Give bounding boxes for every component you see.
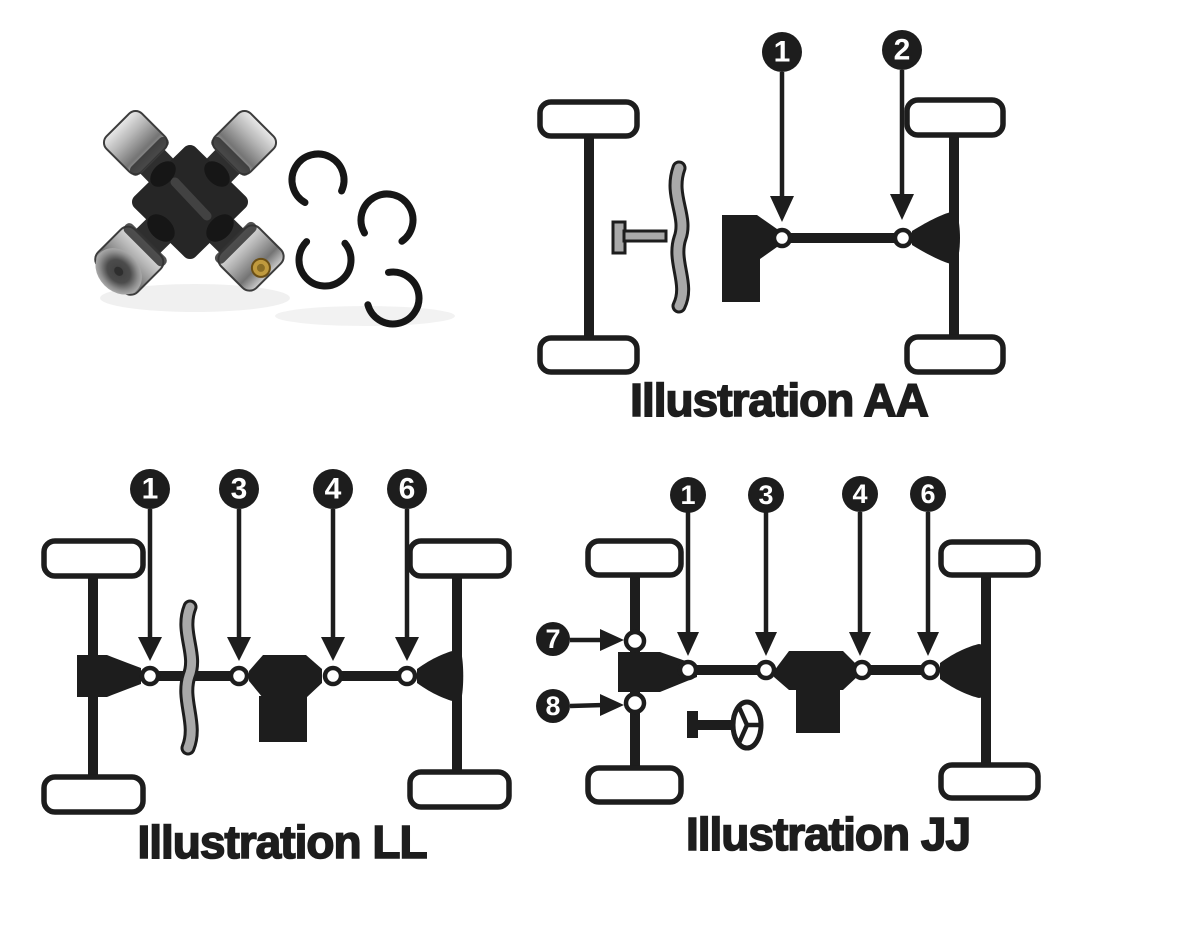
- steering-column: [622, 229, 668, 243]
- illustration-aa-canvas: 1 2 Illustration AA: [537, 30, 1006, 427]
- wheel: [537, 335, 640, 375]
- rear-differential: [912, 212, 960, 264]
- wheel: [41, 774, 146, 815]
- illustration-ll: 1 3 4 6 Illustration LL: [20, 458, 530, 890]
- callout-6-number: 6: [920, 479, 935, 509]
- arrow-down-icon: [849, 632, 871, 656]
- u-joint-bearing-cap-top-left: [102, 109, 169, 176]
- u-joint-3: [755, 659, 777, 681]
- illustration-aa-caption: Illustration AA: [630, 374, 928, 426]
- arrow-down-icon: [890, 194, 914, 220]
- transmission: [722, 215, 777, 302]
- callout-7-number: 7: [545, 624, 560, 654]
- u-joint-4: [322, 665, 344, 687]
- arrow-down-icon: [677, 632, 699, 656]
- arrow-down-icon: [917, 632, 939, 656]
- snap-ring-3: [295, 230, 355, 290]
- callout-3: 3: [219, 469, 259, 661]
- axle-joint-8: [623, 691, 647, 715]
- u-joint-4: [851, 659, 873, 681]
- callout-4-number: 4: [325, 473, 342, 506]
- rear-differential: [417, 650, 464, 702]
- wheel: [585, 765, 684, 805]
- wheel: [41, 538, 146, 579]
- steering-wheel-side-view: [611, 160, 691, 314]
- callout-7: 7: [536, 622, 624, 656]
- callout-8: 8: [536, 689, 624, 723]
- callout-6: 6: [910, 476, 946, 656]
- callout-4: 4: [842, 476, 878, 656]
- illustration-jj: 1 3 4 6: [525, 458, 1080, 890]
- snap-ring-2: [357, 190, 417, 250]
- callout-1: 1: [670, 477, 706, 656]
- wheel: [407, 769, 512, 810]
- callout-3-number: 3: [231, 473, 248, 506]
- wheel: [938, 539, 1041, 578]
- illustration-jj-canvas: 1 3 4 6: [536, 476, 1041, 861]
- callout-6-number: 6: [399, 473, 416, 506]
- steering-wheel-side-view: [179, 599, 200, 756]
- arrow-down-icon: [755, 632, 777, 656]
- u-joint-6: [919, 659, 941, 681]
- u-joint-photo-canvas: [94, 109, 455, 328]
- u-joint-cross-body: [120, 133, 260, 269]
- illustration-ll-canvas: 1 3 4 6 Illustration LL: [41, 469, 512, 869]
- wheel: [938, 762, 1041, 801]
- callout-6: 6: [387, 469, 427, 661]
- wheel: [904, 334, 1006, 375]
- callout-4-number: 4: [852, 479, 867, 509]
- callout-3: 3: [748, 477, 784, 656]
- rear-differential: [940, 644, 987, 698]
- arrow-right-icon: [600, 694, 624, 716]
- u-joint-1: [677, 659, 699, 681]
- transmission: [774, 651, 858, 733]
- u-joint-6: [396, 665, 418, 687]
- front-differential: [618, 652, 697, 692]
- axle-joint-7: [623, 629, 647, 653]
- callout-1-number: 1: [142, 473, 159, 506]
- illustration-jj-caption: Illustration JJ: [686, 808, 970, 860]
- wheel: [585, 538, 684, 578]
- transmission: [249, 655, 322, 742]
- photo-shadow: [275, 306, 455, 326]
- wheel: [904, 97, 1006, 138]
- steering-wheel-icon: [687, 699, 764, 751]
- u-joint-bearing-cap-bottom-left: [94, 223, 167, 296]
- callout-8-number: 8: [545, 691, 560, 721]
- callout-2: 2: [882, 30, 922, 220]
- arrow-down-icon: [770, 196, 794, 222]
- photo-shadow: [100, 284, 290, 312]
- u-joint-bearing-cap-bottom-right: [214, 221, 285, 292]
- u-joint-rear: [892, 227, 914, 249]
- illustration-ll-caption: Illustration LL: [137, 816, 426, 868]
- snap-ring-1: [288, 150, 348, 210]
- u-joint-1: [139, 665, 161, 687]
- illustration-aa: 1 2 Illustration AA: [520, 20, 1035, 440]
- u-joint-3: [228, 665, 250, 687]
- u-joint-front: [771, 227, 793, 249]
- arrow-down-icon: [227, 637, 251, 661]
- front-differential: [77, 655, 141, 697]
- callout-4: 4: [313, 469, 353, 661]
- u-joint-seal-rings: [147, 161, 234, 242]
- callout-1: 1: [130, 469, 170, 661]
- callout-3-number: 3: [758, 480, 773, 510]
- callout-1-number: 1: [774, 36, 791, 69]
- arrow-down-icon: [138, 637, 162, 661]
- u-joint-bearing-cap-top-right: [211, 109, 278, 176]
- arrow-down-icon: [321, 637, 345, 661]
- callout-1: 1: [762, 32, 802, 222]
- wheel: [407, 538, 512, 579]
- u-joint-photo: [75, 78, 475, 340]
- snap-rings: [288, 150, 423, 328]
- snap-ring-4: [363, 268, 423, 328]
- arrow-down-icon: [395, 637, 419, 661]
- callout-1-number: 1: [680, 480, 695, 510]
- arrow-right-icon: [600, 629, 624, 651]
- callout-2-number: 2: [894, 34, 911, 67]
- wheel: [537, 99, 640, 139]
